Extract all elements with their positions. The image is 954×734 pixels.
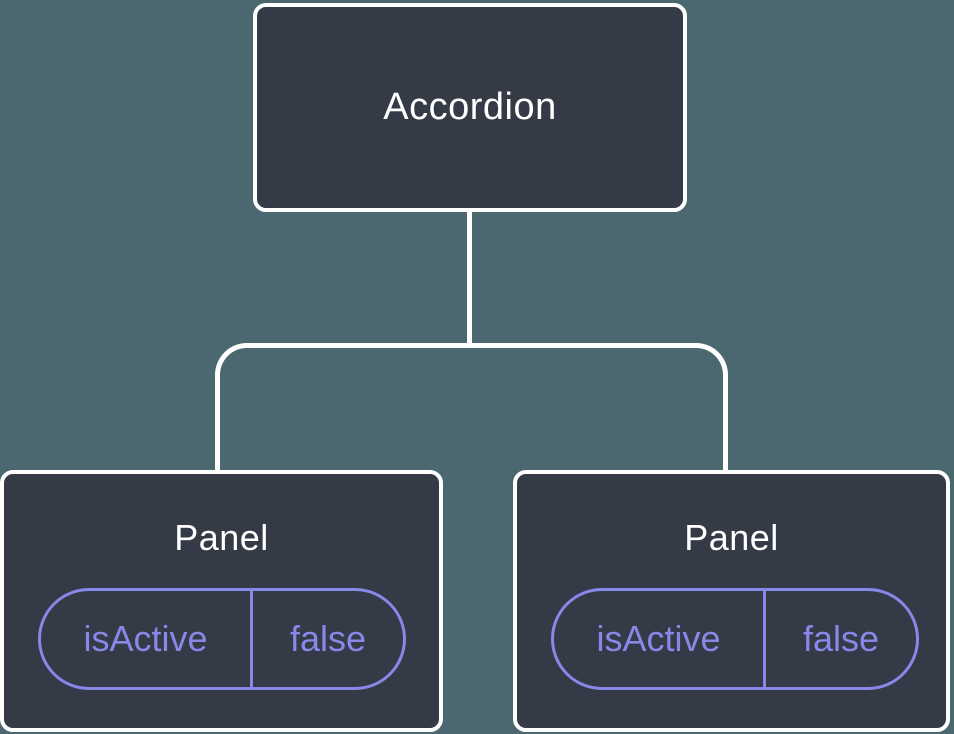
panel-node-right: Panel isActive false [513,470,950,732]
state-name: isActive [41,591,253,687]
accordion-node-label: Accordion [383,86,557,128]
panel-node-left: Panel isActive false [0,470,443,732]
state-name: isActive [554,591,766,687]
accordion-node: Accordion [253,3,687,212]
state-value: false [802,618,880,659]
state-pill: isActive false [38,588,406,690]
connector-bracket-line [215,343,728,470]
panel-title: Panel [684,517,779,558]
state-value: false [289,618,367,659]
connector-stem-line [467,211,472,347]
state-pill: isActive false [551,588,919,690]
panel-title: Panel [174,517,269,558]
